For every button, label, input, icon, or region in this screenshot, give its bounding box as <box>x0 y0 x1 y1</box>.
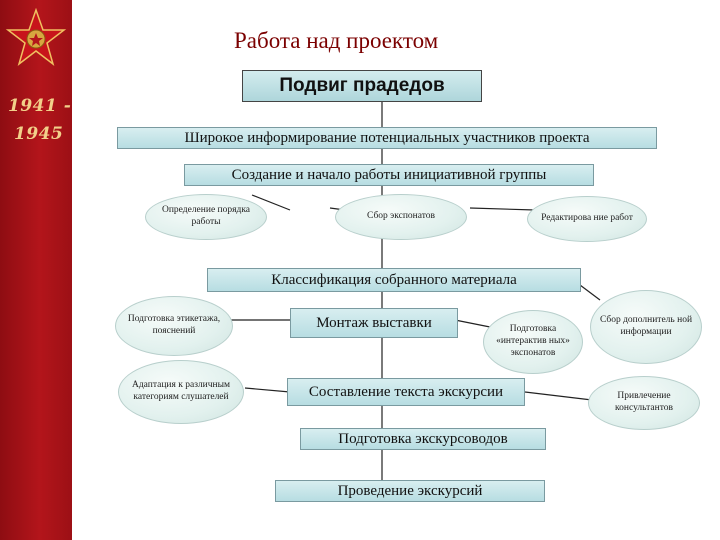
step-group: Создание и начало работы инициативной гр… <box>184 164 594 186</box>
ellipse-adapt: Адаптация к различным категориям слушате… <box>118 360 244 424</box>
ellipse-labels: Подготовка этикетажа, пояснений <box>115 296 233 356</box>
year-end: 1945 <box>14 124 64 144</box>
step-tours: Проведение экскурсий <box>275 480 545 502</box>
sidebar-banner: 1941 - 1945 <box>0 0 72 540</box>
project-title-box: Подвиг прадедов <box>242 70 482 102</box>
ellipse-interactive: Подготовка «интерактив ных» экспонатов <box>483 310 583 374</box>
step-mount: Монтаж выставки <box>290 308 458 338</box>
order-star-icon <box>5 8 67 66</box>
ellipse-edit: Редактирова ние работ <box>527 196 647 242</box>
step-guides: Подготовка экскурсоводов <box>300 428 546 450</box>
ellipse-collect: Сбор экспонатов <box>335 194 467 240</box>
year-start: 1941 - <box>8 96 72 116</box>
ellipse-consult: Привлечение консультантов <box>588 376 700 430</box>
ellipse-extra: Сбор дополнитель ной информации <box>590 290 702 364</box>
step-text: Составление текста экскурсии <box>287 378 525 406</box>
page-title: Работа над проектом <box>234 28 439 53</box>
ellipse-order: Определение порядка работы <box>145 194 267 240</box>
step-classify: Классификация собранного материала <box>207 268 581 292</box>
step-inform: Широкое информирование потенциальных уча… <box>117 127 657 149</box>
